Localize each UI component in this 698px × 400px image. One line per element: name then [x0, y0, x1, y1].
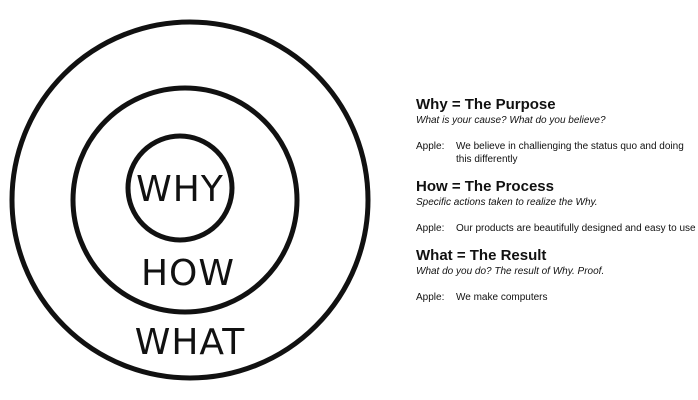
what-apple-text: We make computers	[456, 292, 548, 303]
what-section: What = The Result What do you do? The re…	[416, 247, 696, 304]
how-label: HOW	[141, 253, 235, 294]
why-subtitle: What is your cause? What do you believe?	[416, 115, 606, 126]
how-apple-label: Apple:	[416, 223, 445, 234]
what-label: WHAT	[135, 322, 246, 363]
what-apple-row: Apple: We make computers	[416, 291, 696, 304]
how-apple-row: Apple: Our products are beautifully desi…	[416, 222, 696, 235]
why-apple-row: Apple: We believe in challienging the st…	[416, 140, 696, 166]
explanation-panel: Why = The Purpose What is your cause? Wh…	[416, 96, 696, 304]
how-ring	[70, 85, 300, 315]
why-apple-label: Apple:	[416, 141, 445, 152]
what-apple-label: Apple:	[416, 292, 445, 303]
why-label: WHY	[136, 169, 224, 210]
what-subtitle: What do you do? The result of Why. Proof…	[416, 266, 605, 277]
how-apple-text: Our products are beautifully designed an…	[456, 223, 696, 234]
why-apple-text: We believe in challienging the status qu…	[456, 141, 684, 165]
what-ring	[9, 19, 371, 381]
golden-circle-diagram: WHY HOW WHAT	[9, 19, 371, 381]
why-section: Why = The Purpose What is your cause? Wh…	[416, 96, 696, 166]
how-section: How = The Process Specific actions taken…	[416, 178, 696, 235]
how-title: How = The Process	[416, 178, 554, 195]
how-subtitle: Specific actions taken to realize the Wh…	[416, 197, 598, 208]
why-ring	[125, 133, 235, 243]
what-title: What = The Result	[416, 247, 547, 264]
why-title: Why = The Purpose	[416, 96, 556, 113]
